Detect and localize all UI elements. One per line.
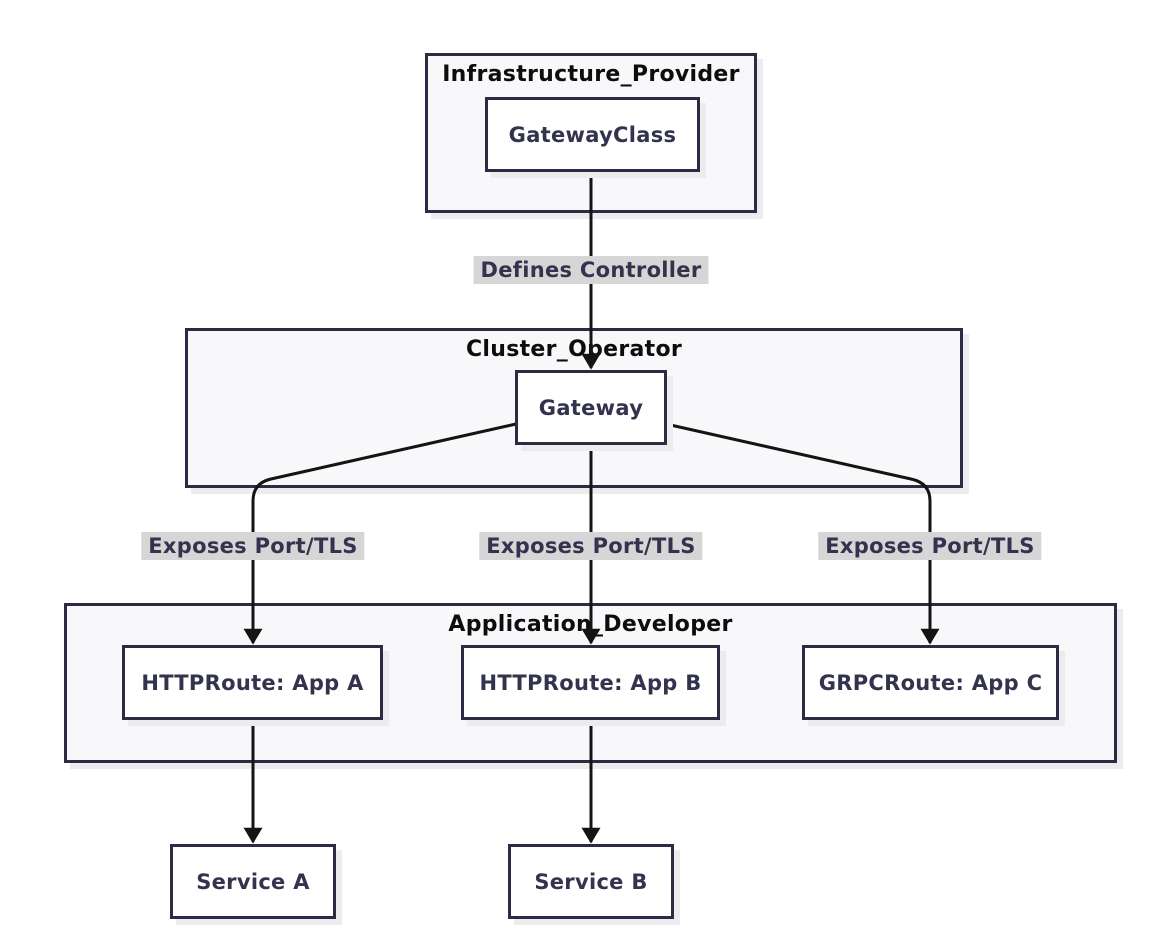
- node-label-grpcroute-app-c: GRPCRoute: App C: [818, 670, 1043, 695]
- edge-label-exposes-port-tls-b: Exposes Port/TLS: [479, 532, 703, 560]
- node-label-gateway: Gateway: [538, 395, 644, 420]
- container-title-application-developer: Application_Developer: [448, 612, 733, 637]
- edge-label-defines-controller: Defines Controller: [473, 256, 709, 284]
- node-gateway: Gateway: [515, 370, 667, 445]
- node-label-service-b: Service B: [534, 869, 648, 894]
- container-title-infrastructure-provider: Infrastructure_Provider: [442, 62, 740, 87]
- node-httproute-app-b: HTTPRoute: App B: [461, 645, 720, 720]
- node-gatewayclass: GatewayClass: [485, 97, 700, 172]
- node-httproute-app-a: HTTPRoute: App A: [122, 645, 383, 720]
- node-label-gatewayclass: GatewayClass: [508, 122, 677, 147]
- node-label-httproute-app-a: HTTPRoute: App A: [141, 670, 364, 695]
- node-service-a: Service A: [170, 844, 336, 919]
- container-title-cluster-operator: Cluster_Operator: [465, 337, 683, 362]
- node-label-httproute-app-b: HTTPRoute: App B: [479, 670, 702, 695]
- edge-label-exposes-port-tls-a: Exposes Port/TLS: [141, 532, 365, 560]
- node-label-service-a: Service A: [196, 869, 310, 894]
- node-service-b: Service B: [508, 844, 674, 919]
- node-grpcroute-app-c: GRPCRoute: App C: [802, 645, 1059, 720]
- edge-label-exposes-port-tls-c: Exposes Port/TLS: [818, 532, 1042, 560]
